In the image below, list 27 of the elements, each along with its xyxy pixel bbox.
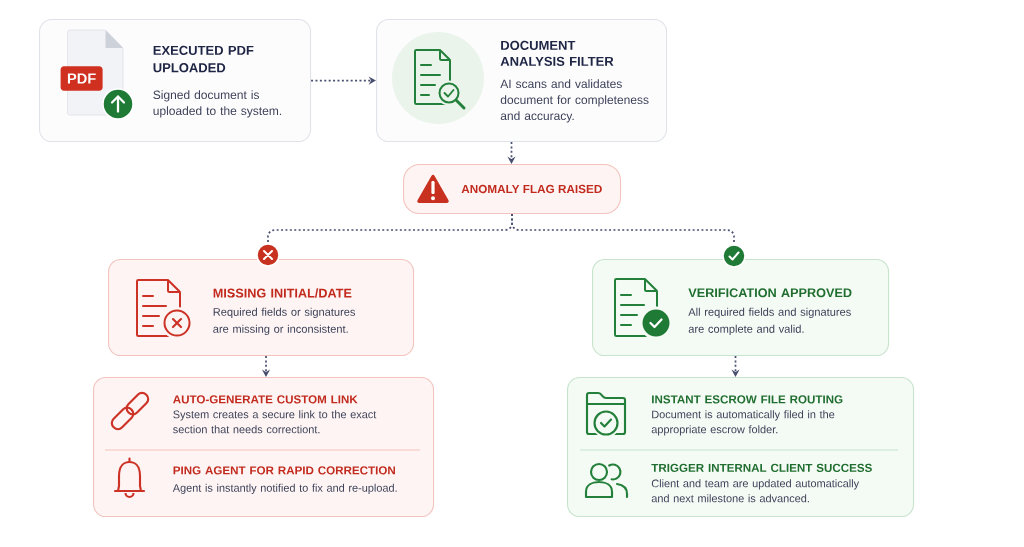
action-description: Agent is instantly notified to fix and re-upload. [172, 483, 397, 494]
card-description: Required fields or signatures are missing or inconsistent. [213, 307, 356, 336]
process-card [592, 259, 890, 357]
action-title: TRIGGER INTERNAL CLIENT SUCCESS [651, 463, 872, 472]
process-card [376, 19, 668, 143]
alert-banner [403, 164, 622, 215]
action-title: AUTO-GENERATE CUSTOM LINK [173, 395, 358, 404]
card-title: MISSING INITIAL/DATE [213, 288, 352, 298]
action-title: PING AGENT FOR RAPID CORRECTION [173, 466, 395, 475]
action-description: Client and team are updated automatically and next milestone is advanced. [651, 479, 860, 503]
action-description: Document is automatically filed in the appropriate escrow folder. [651, 410, 835, 436]
process-card [39, 19, 312, 143]
card-title: DOCUMENT ANALYSIS FILTER [500, 40, 614, 66]
action-description: System creates a secure link to the exact section that needs correctiont. [173, 410, 377, 434]
alert-title: ANOMALY FLAG RAISED [461, 184, 602, 194]
card-description: All required fields and signatures are complete and valid. [688, 307, 851, 336]
action-panel [567, 377, 915, 518]
card-title: EXECUTED PDF UPLOADED [153, 45, 254, 73]
card-description: Signed document is uploaded to the system. [153, 90, 282, 118]
action-title: INSTANT ESCROW FILE ROUTING [652, 395, 843, 404]
check-badge [722, 244, 746, 268]
card-description: AI scans and validates document for completeness and accuracy. [500, 79, 649, 123]
cross-badge [256, 243, 280, 267]
process-card [108, 259, 415, 357]
action-panel [93, 377, 435, 518]
card-title: VERIFICATION APPROVED [688, 288, 852, 298]
file-type-badge: PDF [60, 66, 103, 91]
